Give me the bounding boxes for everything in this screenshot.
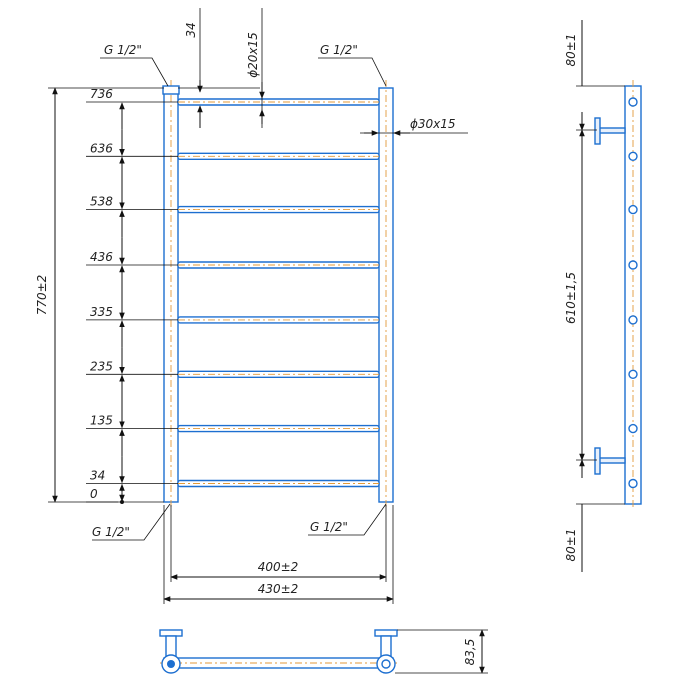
plan-view: 83,5 xyxy=(159,629,488,674)
height-label-335: 335 xyxy=(90,305,113,319)
thread-bottom-right-label: G 1/2" xyxy=(310,520,348,534)
height-label-135: 135 xyxy=(90,414,113,428)
height-label-538: 538 xyxy=(90,195,113,209)
rungs xyxy=(177,98,380,488)
mount-spacing-label: 610±1,5 xyxy=(564,272,578,324)
thread-bottom-left-label: G 1/2" xyxy=(92,525,130,539)
total-width-label: 430±2 xyxy=(258,582,299,596)
center-width-label: 400±2 xyxy=(258,560,299,574)
tube-top-offset-label: 34 xyxy=(184,22,198,37)
front-view: 34 ϕ20х15 ϕ30х15 G 1/2" G 1/2" G 1/2" G … xyxy=(35,8,468,604)
side-rung-736 xyxy=(628,97,638,107)
side-bottom-offset-label: 80±1 xyxy=(564,529,578,562)
side-rung-538 xyxy=(628,204,638,215)
height-label-235: 235 xyxy=(90,359,113,373)
rung-diameter-label: ϕ20х15 xyxy=(246,32,260,78)
height-dimensions: 736 636 538 436 335 235 135 34 0 xyxy=(86,87,178,504)
depth-label: 83,5 xyxy=(463,639,477,666)
side-rung-34 xyxy=(628,478,638,489)
height-label-436: 436 xyxy=(90,250,113,264)
height-label-0: 0 xyxy=(90,487,98,501)
side-rung-636 xyxy=(628,151,638,162)
side-view: 80±1 610±1,5 80±1 xyxy=(564,20,642,572)
side-rung-135 xyxy=(628,423,638,434)
overall-height-label: 770±2 xyxy=(35,275,49,316)
origin-dot xyxy=(120,500,124,504)
side-rung-335 xyxy=(628,315,638,325)
height-label-34: 34 xyxy=(90,469,105,483)
riser-diameter-label: ϕ30х15 xyxy=(410,117,456,131)
side-rung-436 xyxy=(628,260,638,270)
side-top-offset-label: 80±1 xyxy=(564,34,578,67)
thread-top-right-label: G 1/2" xyxy=(320,43,358,57)
side-rung-235 xyxy=(628,369,638,379)
height-label-636: 636 xyxy=(90,141,113,155)
thread-top-left-label: G 1/2" xyxy=(104,43,142,57)
height-label-736: 736 xyxy=(90,87,113,101)
